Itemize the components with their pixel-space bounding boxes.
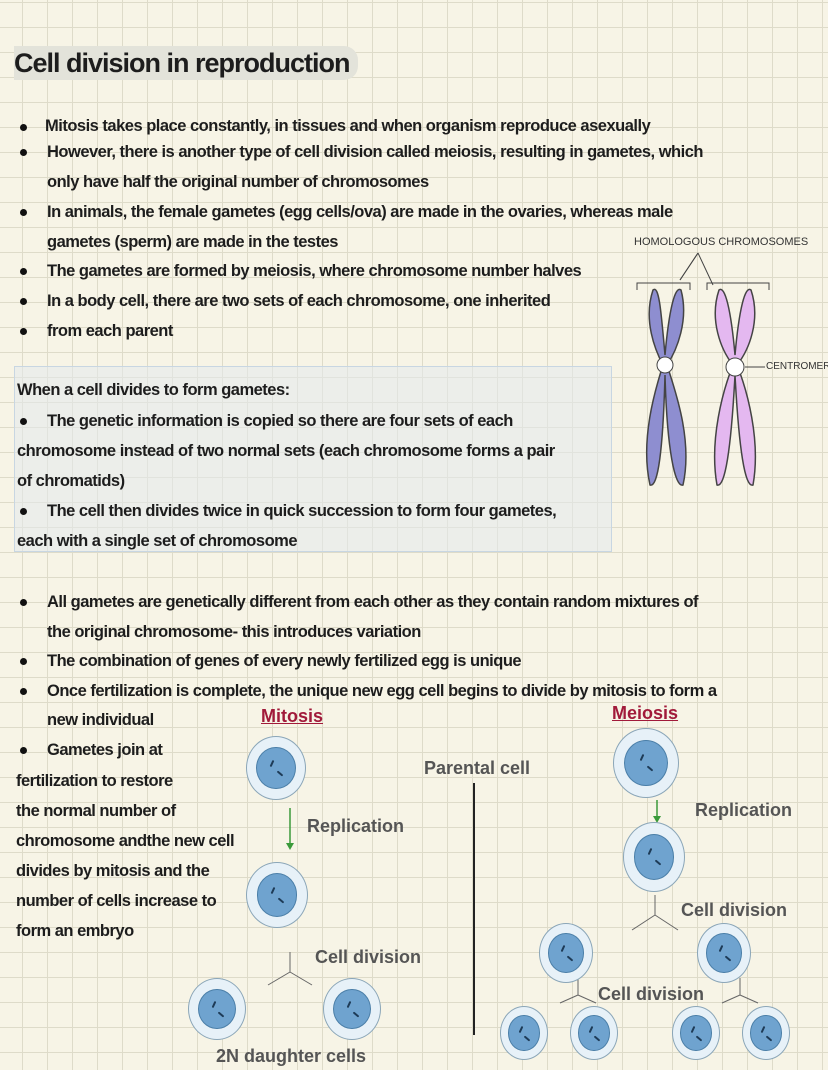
daughter-cell (188, 978, 246, 1040)
gamete-cell (500, 1006, 548, 1060)
mitosis-heading: Mitosis (261, 706, 324, 726)
bullet-text: chromosome andthe new cell (16, 832, 235, 850)
parent-cell-meiosis (613, 728, 679, 798)
bullet-text: Gametes join at (47, 741, 163, 759)
homologous-label: HOMOLOGOUS CHROMOSOMES (634, 236, 809, 248)
bullet (20, 688, 27, 695)
meiosis-heading: Meiosis (612, 703, 679, 723)
chromosome-diagram (636, 252, 770, 486)
replicated-cell-mitosis (246, 862, 308, 928)
gamete-cell (570, 1006, 618, 1060)
bullet-text: Mitosis takes place constantly, in tissu… (45, 117, 651, 135)
centromere-label: CENTROMERE (766, 361, 828, 372)
bullet (20, 149, 27, 156)
page-title: Cell division in reproduction (14, 46, 358, 80)
parental-cell-label: Parental cell (424, 758, 531, 778)
parent-cell-mitosis (246, 736, 306, 800)
bullet (20, 418, 27, 425)
bullet (20, 298, 27, 305)
bullet-text: However, there is another type of cell d… (47, 143, 703, 161)
bullet-text: The gametes are formed by meiosis, where… (47, 262, 582, 280)
bullet (20, 508, 27, 515)
meiosis-cell-gen2 (539, 923, 593, 983)
gamete-cell (672, 1006, 720, 1060)
bullet-text: In animals, the female gametes (egg cell… (47, 203, 673, 221)
gamete-info-box (14, 366, 612, 552)
cell-division-label: Cell division (681, 900, 788, 920)
bullet-text: the original chromosome- this introduces… (47, 623, 421, 641)
bullet-text: All gametes are genetically different fr… (47, 593, 699, 611)
gamete-cell (742, 1006, 790, 1060)
bullet-text: In a body cell, there are two sets of ea… (47, 292, 551, 310)
bullet (20, 747, 27, 754)
bullet-text: number of cells increase to (16, 892, 217, 910)
box-heading: When a cell divides to form gametes: (17, 381, 290, 399)
bullet-text: divides by mitosis and the (16, 862, 210, 880)
bullet-text: the normal number of (16, 802, 176, 820)
box-text: The cell then divides twice in quick suc… (47, 502, 557, 520)
box-text: chromosome instead of two normal sets (e… (17, 442, 555, 460)
bullet (20, 599, 27, 606)
meiosis-cell-gen2 (697, 923, 751, 983)
bullet-text: from each parent (47, 322, 173, 340)
box-text: of chromatids) (17, 472, 125, 490)
replicated-cell-meiosis (623, 822, 685, 892)
bullet (20, 124, 27, 131)
cell-division-label: Cell division (315, 947, 422, 967)
bullet-text: gametes (sperm) are made in the testes (47, 233, 338, 251)
bullet-text: form an embryo (16, 922, 134, 940)
bullet (20, 268, 27, 275)
bullet (20, 209, 27, 216)
bullet (20, 328, 27, 335)
cell-division-label: Cell division (598, 984, 705, 1004)
replication-label: Replication (307, 816, 405, 836)
bullet-text: Once fertilization is complete, the uniq… (47, 682, 717, 700)
daughter-cell (323, 978, 381, 1040)
bullet-text: new individual (47, 711, 154, 729)
bullet-text: The combination of genes of every newly … (47, 652, 522, 670)
box-text: The genetic information is copied so the… (47, 412, 513, 430)
bullet (20, 658, 27, 665)
bullet-text: fertilization to restore (16, 772, 173, 790)
box-text: each with a single set of chromosome (17, 532, 298, 550)
replication-label: Replication (695, 800, 793, 820)
daughter-cells-label: 2N daughter cells (216, 1046, 367, 1066)
bullet-text: only have half the original number of ch… (47, 173, 429, 191)
